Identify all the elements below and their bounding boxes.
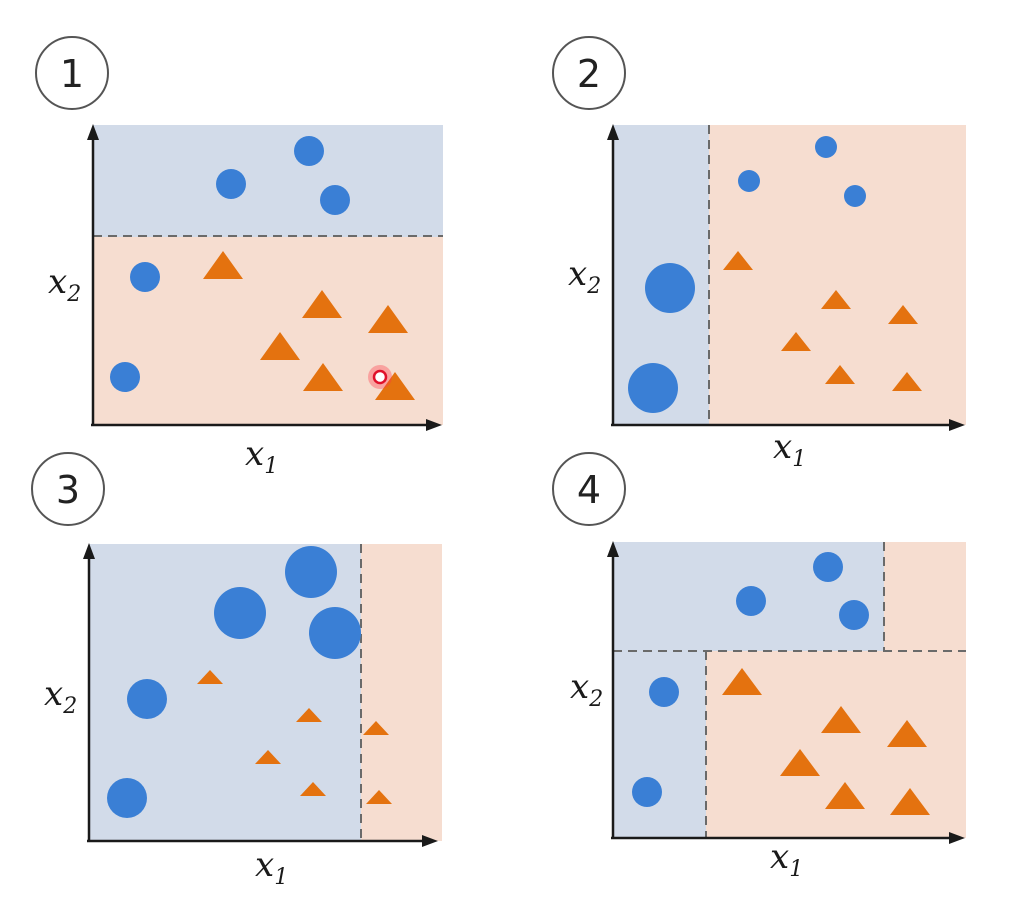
circle-point [127, 679, 167, 719]
panel-number: 4 [577, 468, 601, 512]
x-axis-arrow [422, 835, 438, 847]
circle-point [130, 262, 160, 292]
triangle-point [302, 290, 342, 318]
circle-point [645, 263, 695, 313]
triangle-point [825, 365, 855, 384]
triangle-point [892, 372, 922, 391]
triangle-point [363, 721, 389, 735]
panel-number-badge: 4 [552, 452, 626, 526]
triangle-point [296, 708, 322, 722]
triangle-point [368, 305, 408, 333]
circle-point [107, 778, 147, 818]
x-axis-label: x1 [245, 434, 278, 479]
panel-number: 2 [577, 52, 601, 96]
panel-number-badge: 1 [35, 36, 109, 110]
triangle-point [722, 668, 762, 695]
circle-point [736, 586, 766, 616]
triangle-point [255, 750, 281, 764]
circle-point [216, 169, 246, 199]
y-axis-label: x2 [568, 254, 601, 299]
triangle-points [197, 670, 392, 804]
panel-number-badge: 3 [31, 452, 105, 526]
triangle-point [723, 251, 753, 270]
x-axis-arrow [426, 419, 442, 431]
cursor-ring [372, 369, 388, 385]
panel-number: 1 [60, 52, 84, 96]
region-blue [93, 125, 443, 237]
circle-point [815, 136, 837, 158]
circle-points [628, 136, 866, 413]
panel-2: 2 x1 x2 [552, 36, 966, 472]
x-axis-arrow [949, 832, 965, 844]
circle-point [214, 587, 266, 639]
y-axis-arrow [83, 543, 95, 559]
y-axis-label: x2 [570, 667, 603, 712]
x-axis-label: x1 [770, 837, 803, 882]
triangle-points [722, 668, 930, 815]
y-axis-arrow [87, 124, 99, 140]
y-axis-label: x2 [44, 674, 77, 719]
circle-point [738, 170, 760, 192]
y-axis-arrow [607, 541, 619, 557]
circle-points [110, 136, 350, 392]
triangle-point [825, 782, 865, 809]
triangle-point [197, 670, 223, 684]
x-axis-label: x1 [255, 845, 288, 890]
number-circle [552, 36, 626, 110]
panel-3: 3 x1 x2 [31, 452, 442, 890]
region-orange-top-right [884, 542, 966, 651]
triangle-point [203, 251, 243, 279]
triangle-point [300, 782, 326, 796]
region-orange [361, 544, 442, 841]
panel-4: 4 x1 x2 [552, 452, 966, 882]
triangle-point [888, 305, 918, 324]
triangle-points [723, 251, 922, 391]
circle-point [320, 185, 350, 215]
circle-point [285, 546, 337, 598]
triangle-point [303, 363, 343, 391]
circle-point [628, 363, 678, 413]
circle-point [309, 607, 361, 659]
triangle-point [821, 290, 851, 309]
panel-number: 3 [56, 468, 80, 512]
circle-points [107, 546, 361, 818]
circle-point [813, 552, 843, 582]
number-circle [552, 452, 626, 526]
circle-point [110, 362, 140, 392]
triangle-point [260, 332, 300, 360]
triangle-point [780, 749, 820, 776]
x-axis-arrow [949, 419, 965, 431]
triangle-point [890, 788, 930, 815]
triangle-point [781, 332, 811, 351]
panel-number-badge: 2 [552, 36, 626, 110]
circle-point [294, 136, 324, 166]
triangle-point [821, 706, 861, 733]
y-axis-arrow [607, 124, 619, 140]
triangle-points [203, 251, 415, 400]
x-axis-label: x1 [773, 427, 806, 472]
cursor-marker [368, 365, 392, 389]
circle-point [839, 600, 869, 630]
circle-point [632, 777, 662, 807]
number-circle [31, 452, 105, 526]
number-circle [35, 36, 109, 110]
triangle-point [366, 790, 392, 804]
circle-points [632, 552, 869, 807]
triangle-point [375, 372, 415, 400]
y-axis-label: x2 [48, 262, 81, 307]
circle-point [649, 677, 679, 707]
circle-point [844, 185, 866, 207]
panel-1: 1 x1 x2 [35, 36, 443, 479]
triangle-point [887, 720, 927, 747]
